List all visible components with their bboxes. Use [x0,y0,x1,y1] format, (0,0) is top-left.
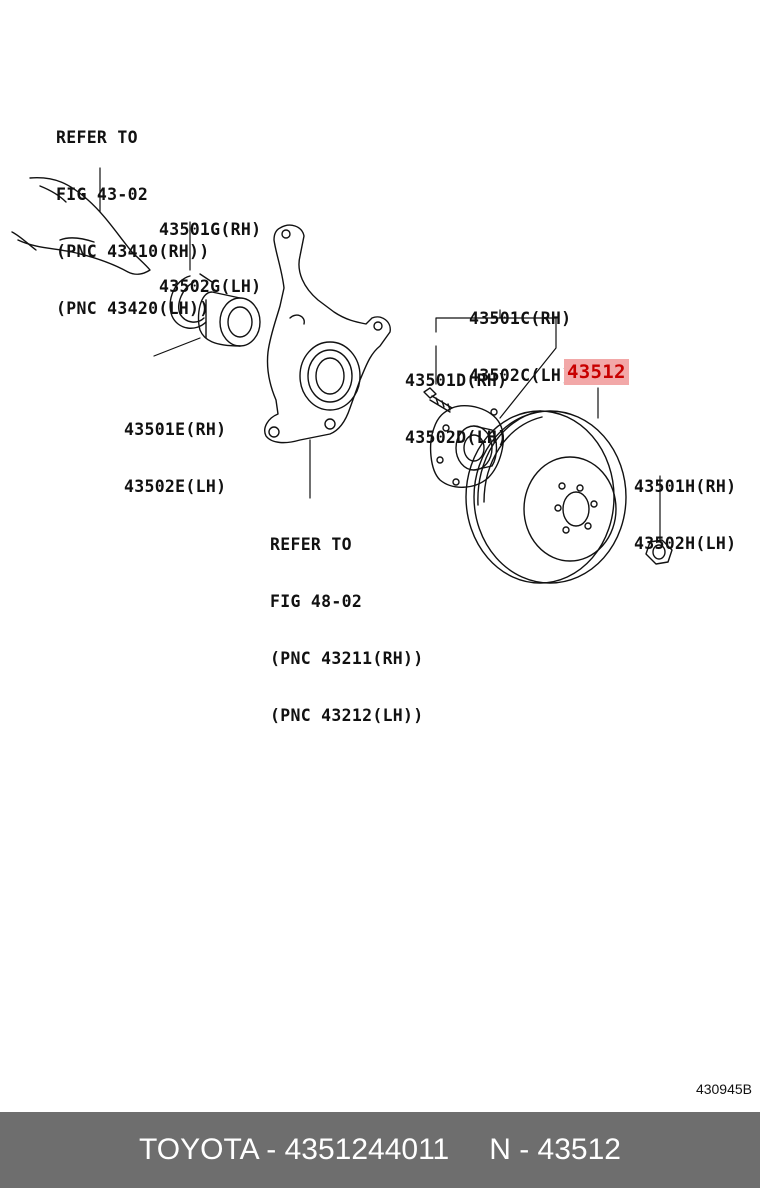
hub-label: 43501C(RH) 43502C(LH) [469,271,571,404]
bearing-label: 43501E(RH) 43502E(LH) [124,382,226,515]
label-line: 43501C(RH) [469,309,572,328]
highlighted-part-number[interactable]: 43512 [564,359,629,385]
label-line: FIG 48-02 [270,592,363,611]
footer-bar: TOYOTA - 4351244011 N - 43512 [0,1112,760,1188]
bolt-label: 43501D(RH) 43502D(LH) [405,333,507,466]
label-line: REFER TO [270,535,352,554]
brake-disc [465,410,627,584]
footer-pnc: N - 43512 [489,1133,621,1166]
label-line: (PNC 43420(LH)) [56,299,210,318]
label-line: 43502D(LH) [405,428,508,447]
figure-number: 430945B [695,1081,752,1097]
hub-flange [429,405,504,488]
lug-nut [645,539,673,565]
snap-ring [169,273,213,329]
label-line: 43501D(RH) [405,371,508,390]
label-line: 43501H(RH) [634,477,737,496]
refer-hub-label: REFER TO FIG 43-02 (PNC 43410(RH)) (PNC … [56,90,210,337]
snap-ring-label: 43501G(RH) 43502G(LH) [159,182,261,315]
label-line: 43502G(LH) [159,277,262,296]
hub-bolt [423,387,453,413]
label-line: (PNC 43410(RH)) [56,242,210,261]
steering-knuckle [264,224,391,444]
refer-knuckle-label: REFER TO FIG 48-02 (PNC 43211(RH)) (PNC … [270,497,424,744]
label-line: 43502C(LH) [469,366,572,385]
leader-lines [99,167,661,541]
label-line: (PNC 43212(LH)) [270,706,424,725]
label-line: (PNC 43211(RH)) [270,649,424,668]
drive-shaft [11,177,151,275]
label-line: REFER TO [56,128,138,147]
nut-label: 43501H(RH) 43502H(LH) [634,439,736,572]
label-line: 43501G(RH) [159,220,262,239]
label-line: FIG 43-02 [56,185,149,204]
bearing [197,291,261,347]
label-line: 43502E(LH) [124,477,227,496]
label-line: 43501E(RH) [124,420,227,439]
label-line: 43502H(LH) [634,534,737,553]
footer-part-number: TOYOTA - 4351244011 [139,1133,450,1166]
